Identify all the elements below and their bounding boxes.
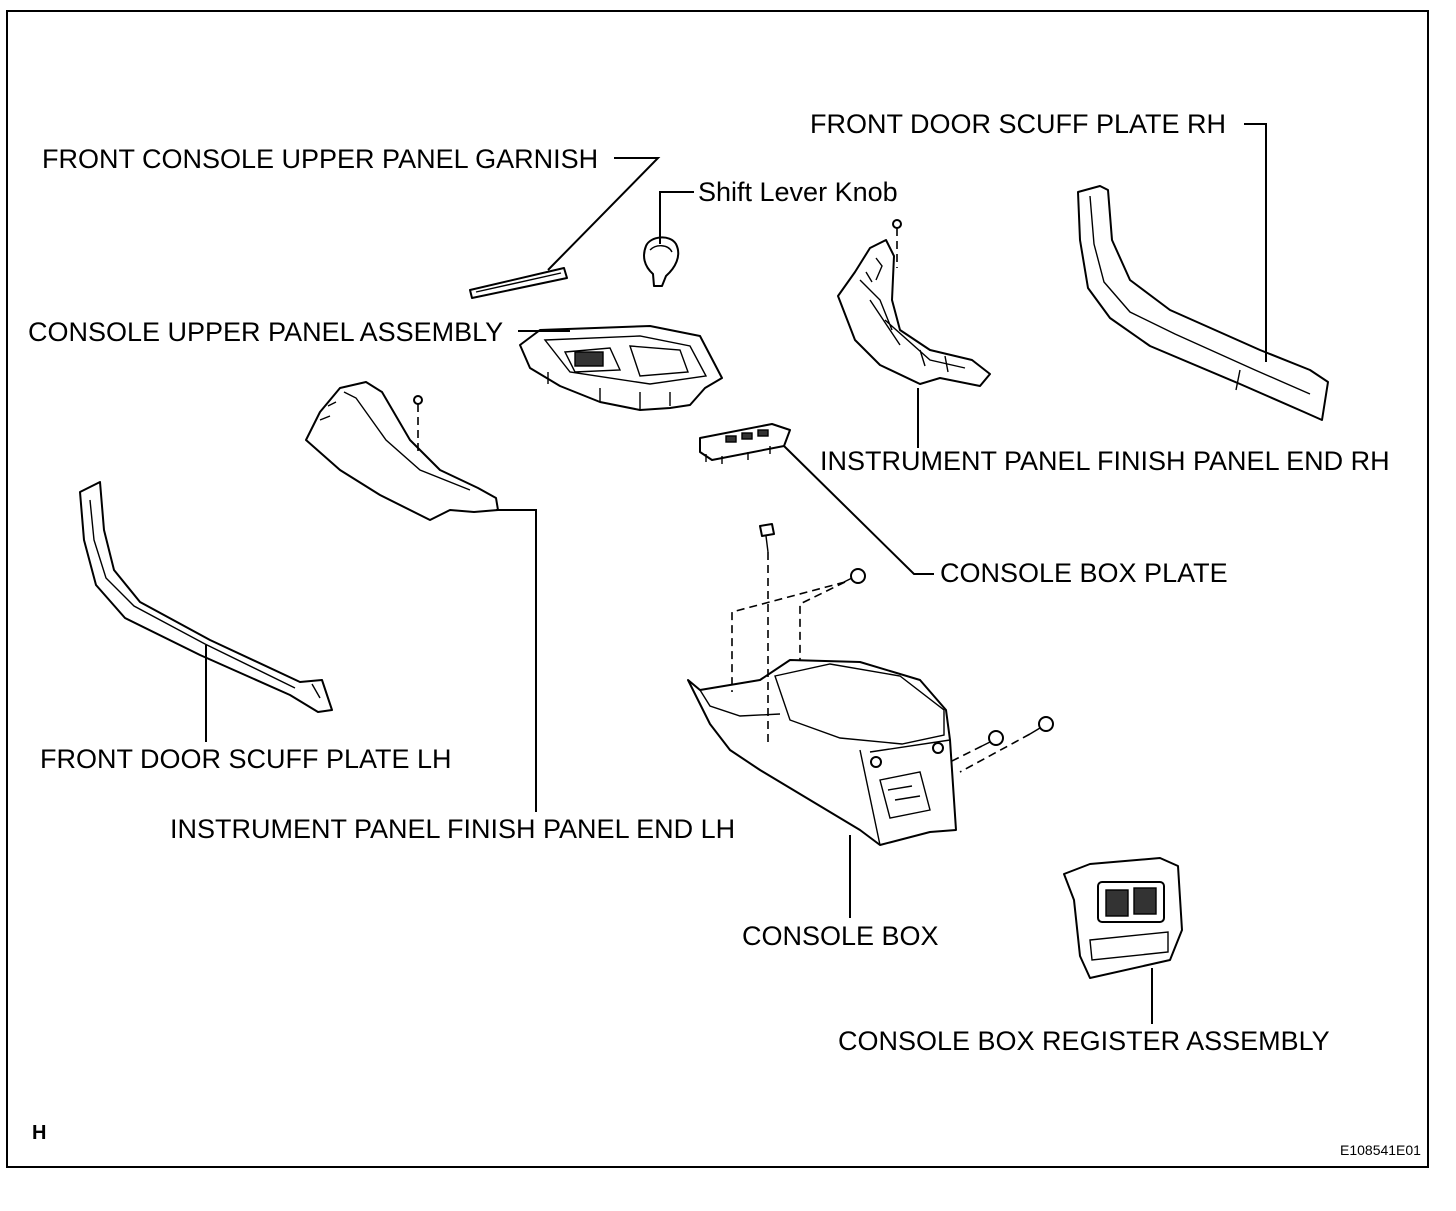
- figure-code: E108541E01: [1340, 1142, 1421, 1158]
- console-box-plate-part: [699, 423, 791, 464]
- label-console-box-plate: CONSOLE BOX PLATE: [940, 558, 1228, 588]
- front-door-scuff-plate-lh-part: [79, 481, 333, 713]
- instrument-panel-finish-panel-end-rh-part: [837, 219, 991, 387]
- label-front-door-scuff-plate-lh: FRONT DOOR SCUFF PLATE LH: [40, 744, 452, 774]
- screw-top: [759, 523, 775, 553]
- instrument-panel-finish-panel-end-lh-part: [305, 381, 499, 521]
- label-instrument-panel-finish-panel-end-lh: INSTRUMENT PANEL FINISH PANEL END LH: [170, 814, 735, 844]
- diagram-frame: [6, 10, 1429, 1168]
- console-box-part: [687, 659, 957, 846]
- label-front-door-scuff-plate-rh: FRONT DOOR SCUFF PLATE RH: [810, 109, 1226, 139]
- shift-lever-knob-part: [643, 236, 680, 287]
- corner-mark: H: [32, 1122, 46, 1144]
- label-console-box-register-assembly: CONSOLE BOX REGISTER ASSEMBLY: [838, 1026, 1330, 1056]
- label-shift-lever-knob: Shift Lever Knob: [698, 177, 898, 207]
- front-door-scuff-plate-rh-part: [1077, 185, 1329, 421]
- screw-right-1: [981, 730, 1004, 747]
- assembly-dash-lines: [417, 228, 1031, 773]
- label-console-upper-panel-assembly: CONSOLE UPPER PANEL ASSEMBLY: [28, 317, 503, 347]
- label-front-console-upper-panel-garnish: FRONT CONSOLE UPPER PANEL GARNISH: [42, 144, 598, 174]
- label-instrument-panel-finish-panel-end-rh: INSTRUMENT PANEL FINISH PANEL END RH: [820, 446, 1390, 476]
- leader-lines: [205, 123, 1267, 1024]
- screw-side: [843, 568, 866, 584]
- front-console-upper-panel-garnish-part: [469, 267, 568, 299]
- label-console-box: CONSOLE BOX: [742, 921, 939, 951]
- screw-right-2: [1029, 716, 1054, 735]
- console-upper-panel-assembly-part: [519, 325, 723, 411]
- console-box-register-assembly-part: [1063, 857, 1183, 979]
